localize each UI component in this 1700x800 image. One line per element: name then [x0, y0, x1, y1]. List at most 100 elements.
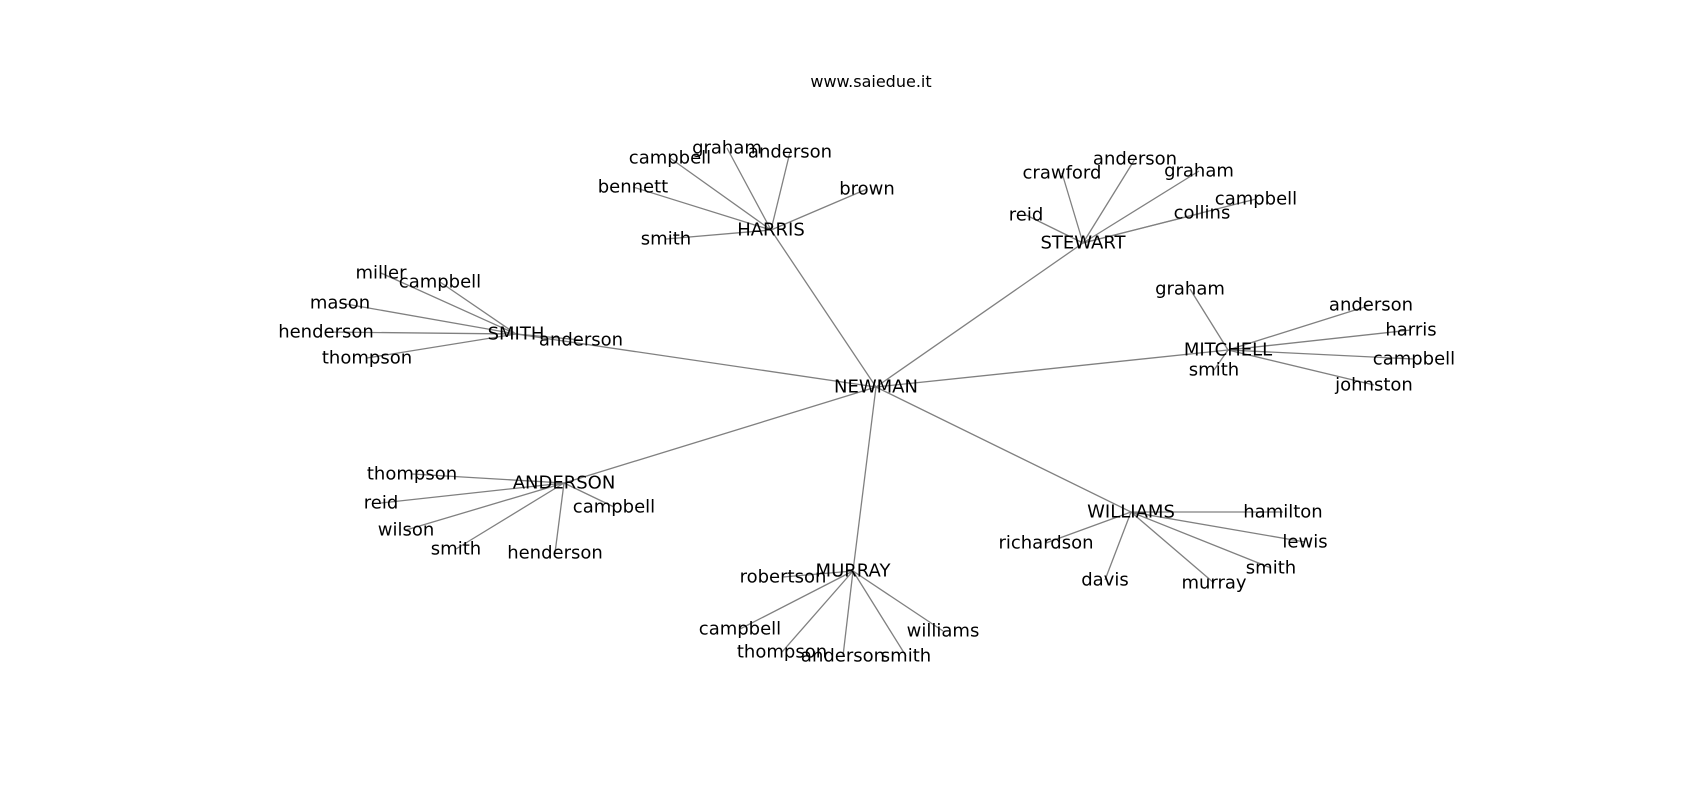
- leaf-node-label: campbell: [1215, 189, 1297, 210]
- leaf-node-label: collins: [1174, 203, 1231, 224]
- edge-mitchell-harris: [1227, 329, 1412, 351]
- leaf-node-label: davis: [1081, 570, 1129, 591]
- group-node-label-williams: WILLIAMS: [1087, 502, 1175, 523]
- edge-root-stewart: [875, 242, 1084, 388]
- edge-murray-smith: [852, 570, 907, 657]
- leaf-node-label: reid: [364, 493, 399, 514]
- leaf-node-label: thompson: [367, 464, 457, 485]
- leaf-node-label: smith: [431, 539, 481, 560]
- edge-mitchell-anderson: [1227, 304, 1372, 351]
- edge-mitchell-graham: [1189, 288, 1229, 351]
- edge-root-williams: [875, 386, 1132, 513]
- leaf-node-label: smith: [881, 646, 931, 667]
- leaf-node-label: murray: [1181, 573, 1246, 594]
- edge-harris-campbell: [669, 157, 772, 231]
- edge-root-smith: [515, 333, 877, 388]
- edge-anderson-henderson: [554, 482, 565, 554]
- leaf-node-label: brown: [839, 179, 895, 200]
- leaf-node-label: campbell: [1373, 349, 1455, 370]
- edge-williams-smith: [1130, 511, 1272, 569]
- edge-murray-campbell: [739, 570, 854, 630]
- edge-anderson-smith: [455, 482, 565, 550]
- edge-root-murray: [852, 386, 877, 572]
- edge-stewart-reid: [1025, 214, 1084, 244]
- edge-root-harris: [770, 229, 877, 388]
- leaf-node-label: campbell: [399, 272, 481, 293]
- leaf-node-label: robertson: [740, 567, 827, 588]
- edge-harris-bennett: [632, 186, 772, 231]
- edge-stewart-collins: [1082, 212, 1203, 244]
- leaf-node-label: anderson: [539, 330, 623, 351]
- group-node-label-smith: SMITH: [488, 324, 545, 345]
- edge-murray-robertson: [782, 570, 854, 578]
- group-node-label-mitchell: MITCHELL: [1184, 340, 1272, 361]
- group-node-label-murray: MURRAY: [816, 561, 892, 582]
- edge-harris-graham: [726, 147, 772, 231]
- leaf-node-label: henderson: [507, 543, 603, 564]
- edge-harris-brown: [770, 188, 868, 231]
- edge-smith-mason: [339, 302, 517, 335]
- edge-harris-smith: [665, 229, 772, 240]
- group-node-label-anderson: ANDERSON: [513, 473, 616, 494]
- edge-root-mitchell: [875, 349, 1229, 388]
- leaf-node-label: graham: [1164, 161, 1234, 182]
- leaf-node-label: richardson: [998, 533, 1093, 554]
- leaf-node-label: anderson: [1329, 295, 1413, 316]
- leaf-node-label: graham: [1155, 279, 1225, 300]
- edge-anderson-reid: [380, 482, 565, 504]
- leaf-node-label: smith: [641, 229, 691, 250]
- leaf-node-label: hamilton: [1243, 502, 1322, 523]
- edges-layer: [325, 147, 1415, 657]
- group-node-label-harris: HARRIS: [737, 220, 805, 241]
- leaf-node-label: graham: [692, 138, 762, 159]
- edge-williams-richardson: [1045, 511, 1132, 544]
- leaf-node-label: reid: [1009, 205, 1044, 226]
- edge-anderson-thompson: [411, 473, 565, 484]
- site-label: www.saiedue.it: [810, 72, 931, 91]
- leaf-node-label: anderson: [801, 646, 885, 667]
- edge-mitchell-johnston: [1227, 349, 1375, 386]
- edge-smith-anderson: [515, 333, 582, 341]
- leaf-node-label: thompson: [322, 348, 412, 369]
- edge-stewart-anderson: [1082, 158, 1136, 244]
- edge-murray-thompson: [781, 570, 854, 653]
- edge-smith-campbell: [439, 281, 517, 335]
- leaf-node-label: anderson: [1093, 149, 1177, 170]
- leaf-node-label: campbell: [573, 497, 655, 518]
- edge-root-anderson: [563, 386, 877, 484]
- leaf-node-label: campbell: [699, 619, 781, 640]
- edge-williams-davis: [1104, 511, 1132, 581]
- edge-mitchell-campbell: [1227, 349, 1415, 360]
- leaf-node-label: crawford: [1023, 163, 1102, 184]
- edge-stewart-crawford: [1061, 172, 1084, 244]
- leaf-node-label: mason: [310, 293, 370, 314]
- edge-smith-miller: [380, 272, 517, 335]
- leaf-node-label: smith: [1246, 558, 1296, 579]
- edge-williams-murray: [1130, 511, 1215, 584]
- edge-anderson-wilson: [405, 482, 565, 531]
- edge-harris-anderson: [770, 151, 791, 231]
- edge-anderson-campbell: [563, 482, 615, 508]
- edge-smith-henderson: [325, 331, 517, 335]
- leaf-node-label: smith: [1189, 360, 1239, 381]
- leaf-node-label: lewis: [1282, 532, 1327, 553]
- leaf-node-label: thompson: [737, 642, 827, 663]
- leaf-node-label: campbell: [629, 148, 711, 169]
- edge-murray-williams: [852, 570, 944, 632]
- leaf-node-label: wilson: [378, 520, 435, 541]
- leaf-node-label: williams: [907, 621, 980, 642]
- edge-mitchell-smith: [1213, 349, 1229, 371]
- leaf-node-label: anderson: [748, 142, 832, 163]
- leaf-node-label: johnston: [1334, 375, 1413, 396]
- labels-layer: NEWMANHARRIScampbellgrahamandersonbennet…: [278, 138, 1455, 667]
- edge-williams-lewis: [1130, 511, 1306, 543]
- leaf-node-label: henderson: [278, 322, 374, 343]
- root-node-label: NEWMAN: [834, 377, 918, 398]
- edge-stewart-graham: [1082, 170, 1200, 244]
- edge-murray-anderson: [842, 570, 854, 657]
- edge-smith-thompson: [366, 333, 517, 359]
- leaf-node-label: bennett: [598, 177, 669, 198]
- leaf-node-label: harris: [1385, 320, 1436, 341]
- leaf-node-label: miller: [355, 263, 407, 284]
